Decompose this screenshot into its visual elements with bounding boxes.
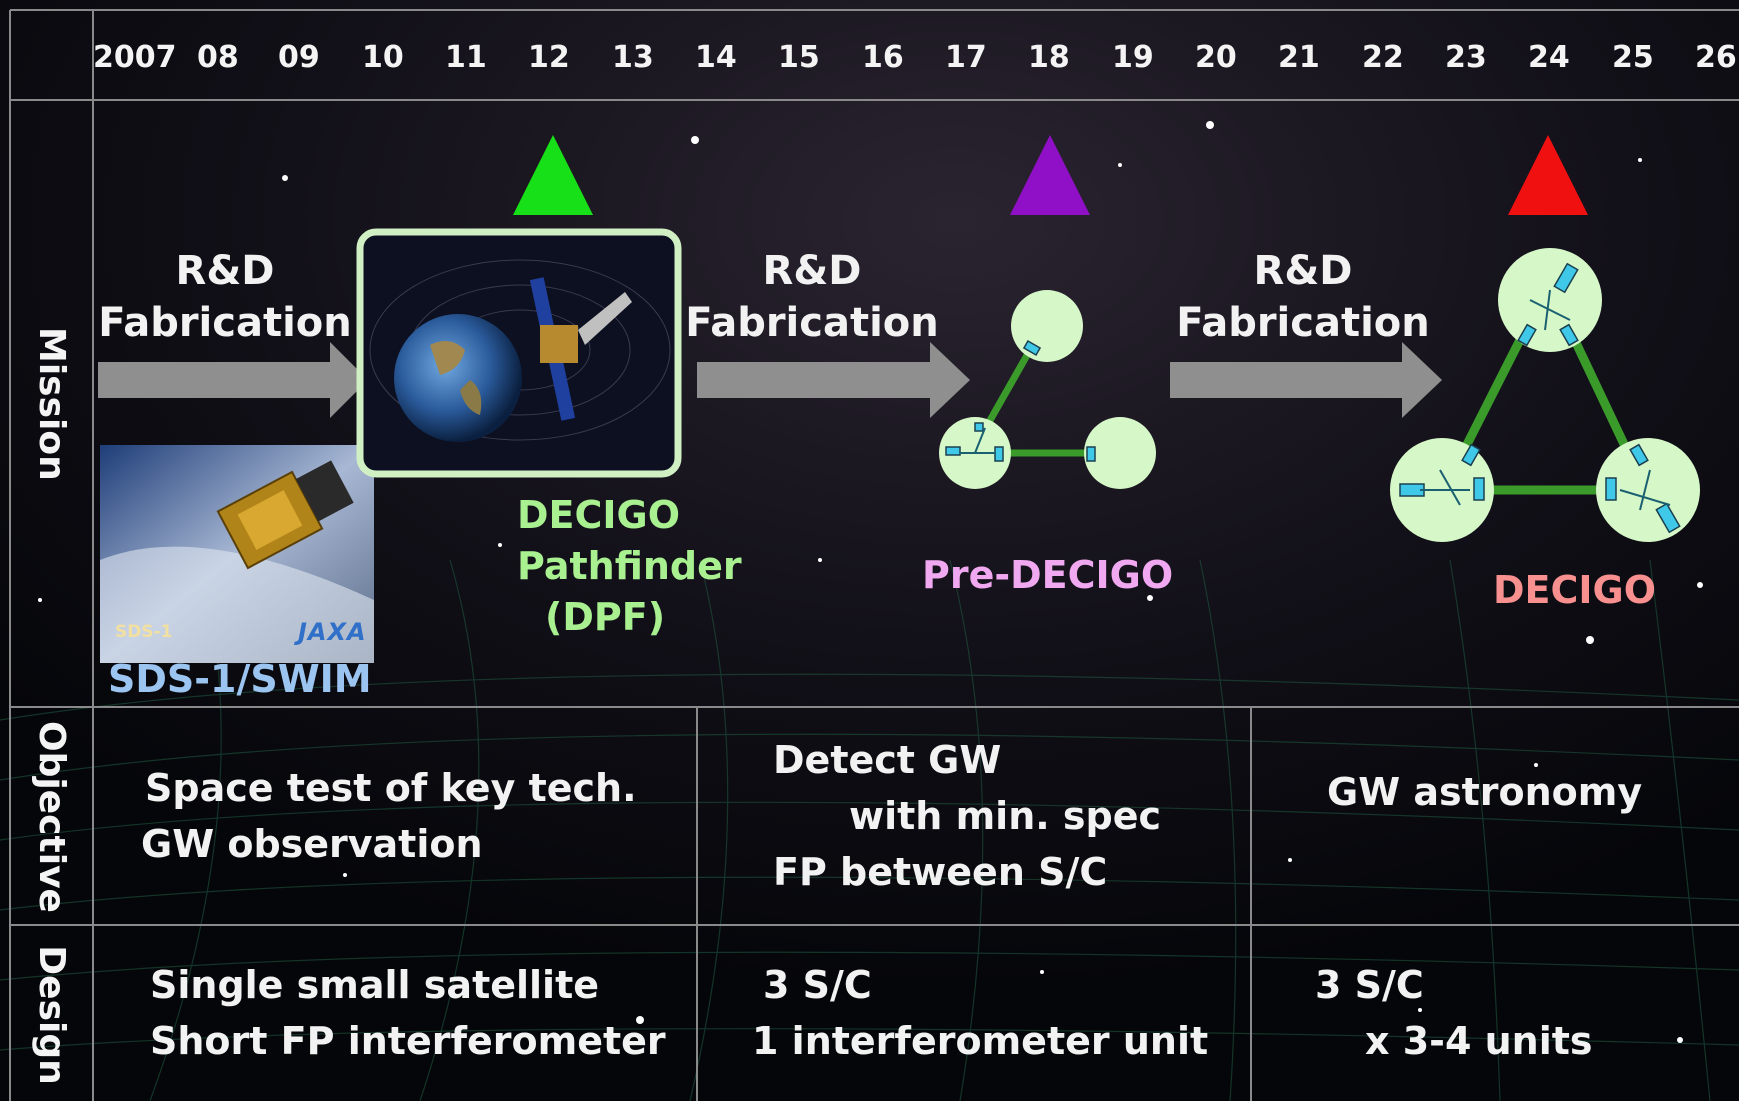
phase-label-fabrication: Fabrication bbox=[98, 300, 352, 346]
design-col1-line2: Short FP interferometer bbox=[150, 1019, 666, 1063]
design-col3-line2: x 3-4 units bbox=[1365, 1019, 1593, 1063]
phase-label-rd: R&D bbox=[1253, 248, 1353, 294]
sds1-swim-label: SDS-1/SWIM bbox=[108, 657, 372, 701]
year-label: 19 bbox=[1112, 40, 1154, 75]
objective-col3-line1: GW astronomy bbox=[1327, 770, 1643, 814]
year-label: 11 bbox=[445, 40, 487, 75]
year-label: 20 bbox=[1195, 40, 1237, 75]
pre-decigo-milestone-marker bbox=[1010, 135, 1090, 215]
phase-label-3: R&D Fabrication bbox=[1173, 245, 1433, 349]
year-label: 12 bbox=[528, 40, 570, 75]
phase-label-fabrication: Fabrication bbox=[1176, 300, 1430, 346]
phase-label-2: R&D Fabrication bbox=[682, 245, 942, 349]
year-label: 22 bbox=[1362, 40, 1404, 75]
dpf-label-line1: DECIGO bbox=[517, 493, 681, 537]
dpf-image bbox=[356, 228, 682, 478]
year-label: 14 bbox=[695, 40, 737, 75]
design-col3: 3 S/C x 3-4 units bbox=[1315, 957, 1593, 1069]
objective-col1-line2: GW observation bbox=[141, 822, 483, 866]
objective-col3: GW astronomy bbox=[1327, 764, 1642, 820]
phase-label-rd: R&D bbox=[762, 248, 862, 294]
phase-arrows bbox=[98, 342, 1442, 418]
stars bbox=[38, 121, 1703, 1043]
objective-col1: Space test of key tech. GW observation bbox=[141, 760, 637, 872]
design-col2-line1: 3 S/C bbox=[763, 963, 872, 1007]
year-label: 24 bbox=[1528, 40, 1570, 75]
year-label: 26 bbox=[1695, 40, 1737, 75]
year-label: 17 bbox=[945, 40, 987, 75]
sds1-satellite-image bbox=[100, 445, 374, 663]
objective-col2-line3: FP between S/C bbox=[773, 850, 1108, 894]
row-label-objective: Objective bbox=[31, 721, 72, 913]
year-label: 13 bbox=[612, 40, 654, 75]
objective-col2-line2: with min. spec bbox=[849, 794, 1162, 838]
year-label: 25 bbox=[1612, 40, 1654, 75]
pre-decigo-label: Pre-DECIGO bbox=[922, 553, 1174, 597]
year-label: 16 bbox=[862, 40, 904, 75]
row-label-mission: Mission bbox=[31, 327, 72, 481]
decigo-label: DECIGO bbox=[1493, 568, 1657, 612]
design-col1-line1: Single small satellite bbox=[150, 963, 600, 1007]
year-label: 15 bbox=[778, 40, 820, 75]
decigo-diagram bbox=[1390, 248, 1700, 542]
year-label: 18 bbox=[1028, 40, 1070, 75]
jaxa-logo: JAXA bbox=[298, 618, 367, 646]
dpf-label-line2: Pathfinder bbox=[517, 544, 742, 588]
design-col1: Single small satellite Short FP interfer… bbox=[150, 957, 666, 1069]
spacetime-grid bbox=[0, 559, 1739, 1101]
phase-label-1: R&D Fabrication bbox=[95, 245, 355, 349]
sds1-image-caption: SDS-1 bbox=[115, 622, 173, 642]
year-label: 08 bbox=[197, 40, 239, 75]
pre-decigo-diagram bbox=[939, 290, 1156, 489]
year-label: 09 bbox=[278, 40, 320, 75]
phase-label-fabrication: Fabrication bbox=[685, 300, 939, 346]
objective-col2-line1: Detect GW bbox=[773, 738, 1002, 782]
design-col3-line1: 3 S/C bbox=[1315, 963, 1424, 1007]
year-label: 23 bbox=[1445, 40, 1487, 75]
dpf-milestone-marker bbox=[513, 135, 593, 215]
decigo-milestone-marker bbox=[1508, 135, 1588, 215]
design-col2-line2: 1 interferometer unit bbox=[752, 1019, 1209, 1063]
dpf-label: DECIGO Pathfinder (DPF) bbox=[517, 490, 742, 643]
design-col2: 3 S/C 1 interferometer unit bbox=[752, 957, 1208, 1069]
row-label-design: Design bbox=[31, 945, 72, 1085]
year-label: 10 bbox=[362, 40, 404, 75]
year-label: 21 bbox=[1278, 40, 1320, 75]
year-label: 2007 bbox=[93, 40, 177, 75]
objective-col1-line1: Space test of key tech. bbox=[145, 766, 637, 810]
phase-label-rd: R&D bbox=[175, 248, 275, 294]
objective-col2: Detect GW with min. spec FP between S/C bbox=[773, 732, 1161, 900]
dpf-label-line3: (DPF) bbox=[545, 595, 666, 639]
